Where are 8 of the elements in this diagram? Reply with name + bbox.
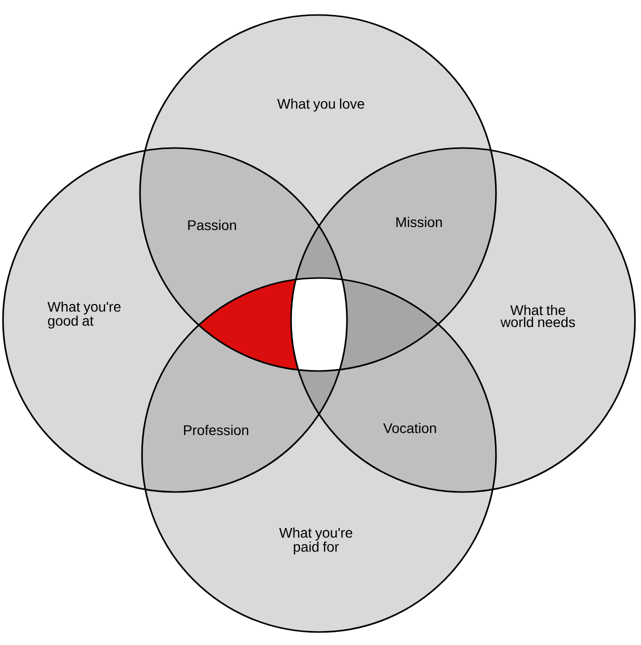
overlap-label: Profession <box>184 424 248 436</box>
overlap-label: Vocation <box>383 422 436 434</box>
circle-label: What you love <box>277 98 364 112</box>
circle-label: What the world needs <box>500 304 575 328</box>
overlap-label: Mission <box>396 216 442 228</box>
overlap-label: Passion <box>188 220 236 230</box>
circle-label: What you're good at <box>48 301 121 329</box>
circle-label: What you're paid for <box>279 527 352 555</box>
